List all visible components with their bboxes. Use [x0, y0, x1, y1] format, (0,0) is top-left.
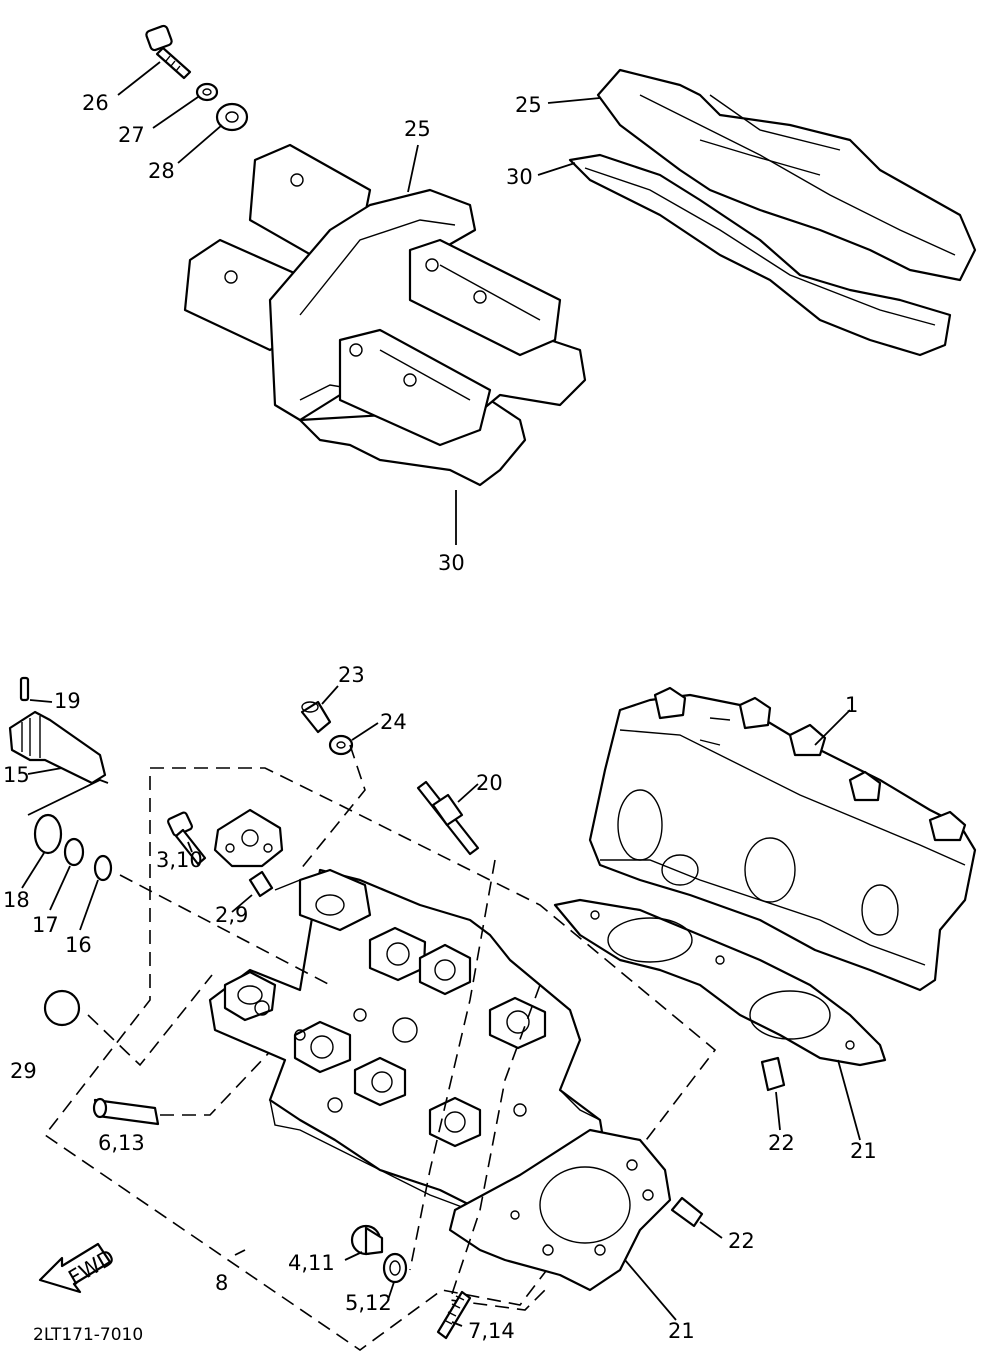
dowel-part-22a	[760, 1056, 786, 1092]
callout-30-left: 30	[438, 551, 465, 575]
callout-1: 1	[845, 693, 858, 717]
callout-22-lower: 22	[728, 1229, 755, 1253]
callout-6-13: 6,13	[98, 1131, 145, 1155]
callout-22-upper: 22	[768, 1131, 795, 1155]
forward-direction-arrow: FWD	[38, 1242, 119, 1294]
callout-17: 17	[32, 913, 59, 937]
valve-guide-part-6-13	[92, 1097, 160, 1126]
bolt-part-26	[145, 24, 192, 80]
callout-18: 18	[3, 888, 30, 912]
washer-part-24	[328, 734, 354, 756]
callout-2-9: 2,9	[215, 903, 248, 927]
plug-part-4-11	[350, 1224, 384, 1256]
callout-28: 28	[148, 159, 175, 183]
dowel-pin-part-2-9	[248, 870, 274, 898]
bracket-part	[213, 808, 284, 868]
camshaft-cap-part-15	[8, 710, 107, 785]
gasket-part-5-12	[382, 1252, 408, 1284]
plug-part-29	[43, 989, 81, 1027]
callout-27: 27	[118, 123, 145, 147]
callout-25-right: 25	[515, 93, 542, 117]
cylinder-head-cover-right	[568, 68, 977, 357]
o-ring-part-16	[93, 854, 113, 882]
callout-29: 29	[10, 1059, 37, 1083]
grommet-part-28	[215, 102, 249, 132]
callout-5-12: 5,12	[345, 1291, 392, 1315]
diagram-code: 2LT171-7010	[33, 1325, 143, 1345]
callout-3-10: 3,10	[156, 848, 203, 872]
dowel-part-22b	[670, 1196, 704, 1228]
o-ring-part-17	[63, 837, 85, 867]
callout-4-11: 4,11	[288, 1251, 335, 1275]
cylinder-head-front	[43, 767, 717, 1351]
callout-15: 15	[3, 763, 30, 787]
washer-part-27	[195, 82, 219, 102]
callout-24: 24	[380, 710, 407, 734]
callout-19: 19	[54, 689, 81, 713]
cylinder-head-cover-left	[183, 143, 587, 487]
callout-20: 20	[476, 771, 503, 795]
callout-25-left: 25	[404, 117, 431, 141]
o-ring-part-18	[33, 813, 63, 855]
pin-part-19	[19, 676, 30, 702]
callout-23: 23	[338, 663, 365, 687]
stud-part-7-14	[436, 1290, 472, 1340]
callout-16: 16	[65, 933, 92, 957]
callout-21-upper: 21	[850, 1139, 877, 1163]
callout-30-right: 30	[506, 165, 533, 189]
callout-26: 26	[82, 91, 109, 115]
callout-7-14: 7,14	[468, 1319, 515, 1343]
callout-8: 8	[215, 1271, 228, 1295]
cylinder-head-rear-part-1	[588, 686, 977, 992]
spark-plug-part-20	[416, 780, 480, 856]
nut-part-23	[300, 700, 332, 734]
head-gasket-rear-part-21	[553, 898, 887, 1067]
callout-21-lower: 21	[668, 1319, 695, 1343]
